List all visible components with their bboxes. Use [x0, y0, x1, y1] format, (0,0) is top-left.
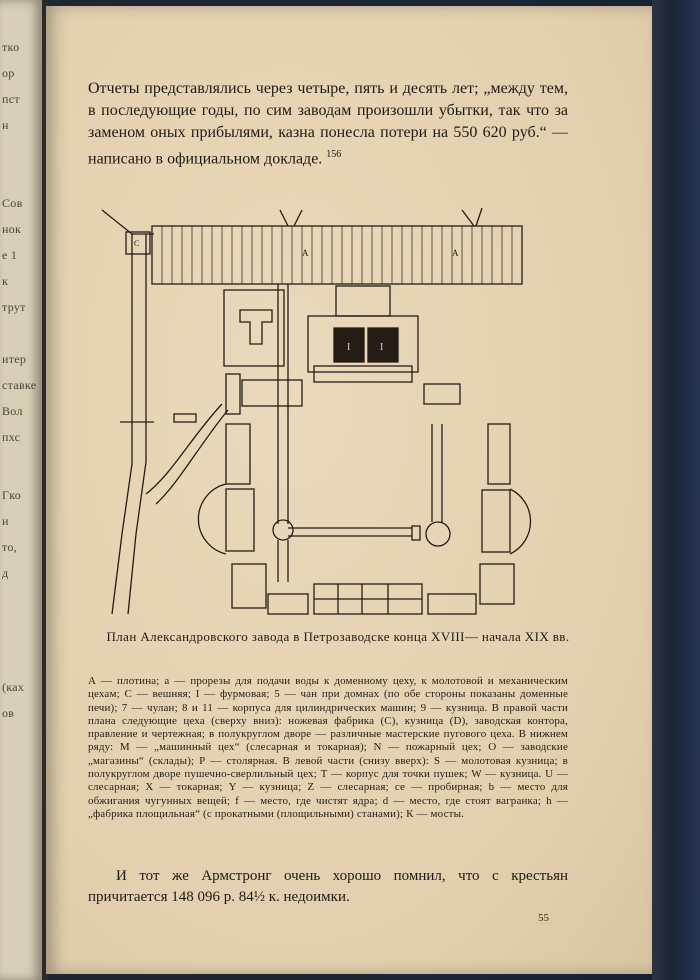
left-fragment: то, [2, 540, 17, 554]
paragraph-text: Отчеты представлялись через четыре, пять… [88, 80, 568, 168]
book-page [46, 6, 652, 974]
main-paragraph: Отчеты представлялись через четыре, пять… [88, 78, 568, 170]
page-number: 55 [538, 912, 549, 924]
figure-label-one: I [347, 342, 350, 353]
left-fragment: пст [2, 92, 20, 106]
left-page-edge: тко ор пст н Сов нок е 1 к трут итер ста… [0, 0, 42, 980]
figure-label-A2: A [452, 248, 459, 258]
figure-legend: А — плотина; а — прорезы для подачи воды… [88, 675, 568, 820]
left-fragment: н [2, 118, 9, 132]
left-fragment: пхс [2, 430, 21, 444]
top-building-row [151, 225, 523, 285]
book-spine-gutter [42, 0, 48, 980]
factory-plan-figure: A A C I I [101, 207, 532, 615]
left-fragment: ставке [2, 378, 37, 392]
left-fragment: ор [2, 66, 15, 80]
left-fragment: Гко [2, 488, 22, 502]
figure-caption: План Александровского завода в Петрозаво… [106, 629, 570, 644]
left-fragment: тко [2, 40, 20, 54]
closing-paragraph: И тот же Армстронг очень хорошо помнил, … [88, 866, 568, 908]
figure-label-A: A [302, 248, 309, 258]
left-fragment: и [2, 514, 9, 528]
book-cover-edge [652, 0, 700, 980]
left-fragment: Сов [2, 196, 23, 210]
left-fragment: Вол [2, 404, 23, 418]
figure-label-one-b: I [380, 342, 383, 353]
left-fragment: итер [2, 352, 27, 366]
left-fragment: (ках [2, 680, 25, 694]
figure-label-c: C [134, 239, 139, 248]
left-fragment: к [2, 274, 9, 288]
left-fragment: е 1 [2, 248, 18, 262]
left-fragment: нок [2, 222, 22, 236]
left-fragment: трут [2, 300, 26, 314]
left-fragment: ов [2, 706, 15, 720]
left-fragment: д [2, 566, 9, 580]
closing-text: И тот же Армстронг очень хорошо помнил, … [88, 868, 568, 905]
footnote-reference: 156 [326, 149, 342, 160]
